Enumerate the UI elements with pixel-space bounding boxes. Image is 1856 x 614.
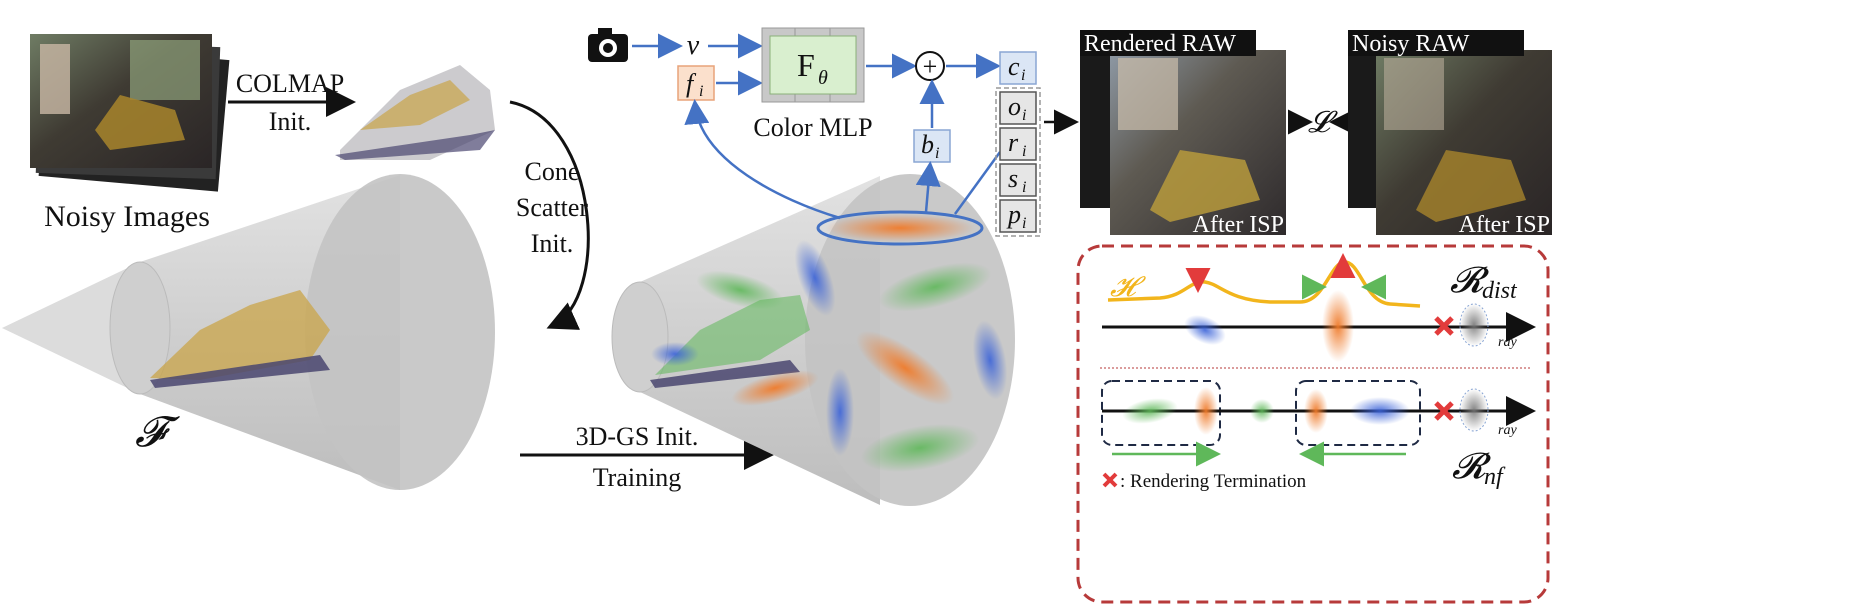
param-symbol-p: p [1006,200,1021,229]
mlp-symbol: F [797,47,815,83]
ray-label-2: ray [1498,423,1517,438]
param-box-o [999,91,1037,125]
nf-symbol: 𝓡 [1452,446,1492,486]
after-isp-label-1: After ISP [1193,212,1284,238]
noisy-raw-image [1348,30,1552,235]
gs-init-label: 3D-GS Init. [576,422,699,451]
gaussian-splats [651,210,1008,473]
param-sub-o: i [1022,107,1026,124]
near-group-box-1 [1101,380,1221,446]
gaussian-to-feature-arrow [684,99,841,220]
frustum-cone-left [2,174,495,490]
gs-training-label: Training [593,463,682,492]
color-mlp-caption: Color MLP [753,113,872,142]
bias-sub: i [935,145,939,162]
gaussian-to-bias-arrow [915,161,941,213]
legend-text: : Rendering Termination [1120,471,1307,492]
noisy-images-stack [30,34,230,192]
noisy-raw-label: Noisy RAW [1352,31,1470,57]
noisy-images-label: Noisy Images [44,200,210,233]
color-symbol: c [1008,52,1020,81]
colmap-label: COLMAP [236,69,344,98]
camera-icon [588,28,628,62]
param-symbol-o: o [1008,92,1021,121]
termination-marker-2 [1434,401,1454,421]
feature-box [677,65,715,101]
near-group-box-2 [1295,380,1421,446]
colmap-init-label: Init. [269,107,312,136]
legend-termination-marker [1102,472,1118,488]
ray-label-1: ray [1498,335,1517,350]
nf-sub: nf [1484,464,1506,490]
selected-gaussian-outline [816,210,984,246]
termination-marker-1 [1434,316,1454,336]
color-box [999,51,1037,85]
sum-symbol: + [923,52,938,81]
feature-sub: i [699,83,703,100]
param-box-p [999,199,1037,233]
noisy-raw-label-bg [1348,30,1524,56]
dist-symbol: 𝓡 [1450,260,1490,300]
histogram-curve [1107,260,1421,308]
view-symbol: v [687,30,700,61]
rendered-raw-image [1080,30,1286,235]
param-box-s [999,163,1037,197]
param-sub-r: i [1022,143,1026,160]
regularizer-panel [1076,244,1550,604]
after-isp-label-2: After ISP [1459,212,1550,238]
feature-symbol: f [686,69,697,98]
bias-symbol: b [921,130,934,159]
color-mlp-block [761,27,865,103]
dist-sub: dist [1482,278,1518,304]
loss-symbol: 𝓛 [1308,106,1338,139]
gaussian-to-params-line [953,151,1002,215]
color-sub: i [1021,67,1025,84]
sparse-point-cloud [335,65,495,160]
mlp-sub: θ [818,67,828,89]
rendered-raw-label: Rendered RAW [1084,31,1236,57]
param-symbol-r: r [1008,128,1019,157]
rendered-raw-label-bg [1080,30,1256,56]
frustum-symbol: 𝓕 [135,410,180,456]
cone-scatter-label-2: Scatter [516,193,589,222]
cone-scatter-label-3: Init. [531,229,574,258]
cone-scatter-arrow [509,100,590,330]
param-symbol-s: s [1008,164,1018,193]
param-box-r [999,127,1037,161]
cone-scatter-label-1: Cone [525,157,580,186]
gaussian-cone [611,174,1015,506]
param-sub-s: i [1022,179,1026,196]
param-sub-p: i [1022,215,1026,232]
